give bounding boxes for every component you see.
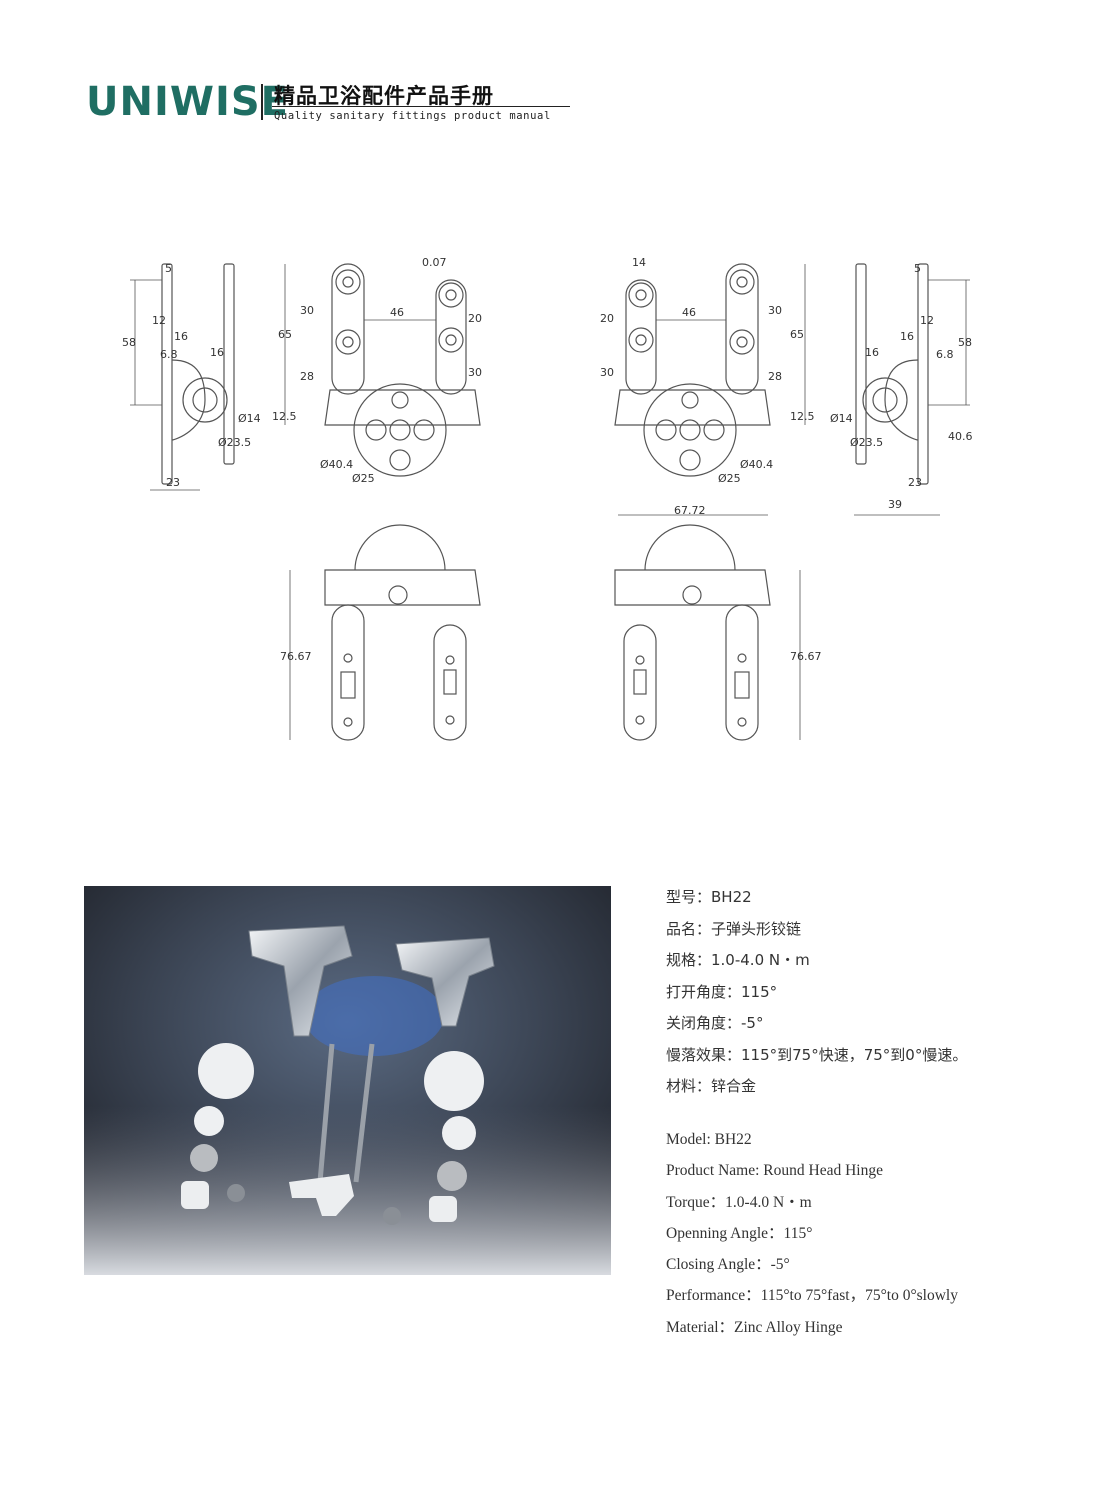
dimension-label: 58: [122, 336, 136, 349]
spec-torque-cn: 规格：1.0-4.0 N・m: [666, 951, 810, 969]
uniwise-logo: UNIWISE: [86, 79, 289, 125]
dimension-label: 28: [300, 370, 314, 383]
header-underline: [272, 106, 570, 107]
dimension-label: Ø23.5: [218, 436, 251, 449]
dimension-label: Ø14: [238, 412, 261, 425]
dimension-label: Ø14: [830, 412, 853, 425]
dimension-label: 76.67: [790, 650, 822, 663]
specs-english: Model: BH22 Product Name: Round Head Hin…: [666, 1124, 1086, 1343]
header-title-en: Quality sanitary fittings product manual: [274, 110, 551, 122]
dimension-label: Ø40.4: [320, 458, 353, 471]
bottom-view-right: [614, 514, 801, 741]
dimension-label: 76.67: [280, 650, 312, 663]
manual-header: UNIWISE 精品卫浴配件产品手册 Quality sanitary fitt…: [86, 78, 576, 126]
dimension-label: 40.6: [948, 430, 973, 443]
dimension-label: 30: [600, 366, 614, 379]
dimension-label: 46: [682, 306, 696, 319]
spec-open-angle-en: Openning Angle：115°: [666, 1224, 813, 1242]
spec-model-cn: 型号：BH22: [666, 888, 752, 906]
dimension-label: 23: [166, 476, 180, 489]
dimension-label: Ø25: [718, 472, 741, 485]
dimension-label: 67.72: [674, 504, 706, 517]
dimension-label: 30: [468, 366, 482, 379]
spec-open-angle-cn: 打开角度：115°: [666, 982, 778, 1001]
front-view-left: [284, 263, 481, 477]
dimension-label: 0.07: [422, 256, 447, 269]
dimension-label: Ø23.5: [850, 436, 883, 449]
dimension-label: 58: [958, 336, 972, 349]
side-view-right: [854, 263, 970, 516]
spec-torque-en: Torque：1.0-4.0 N・m: [666, 1193, 812, 1211]
spec-material-en: Material：Zinc Alloy Hinge: [666, 1318, 843, 1336]
dimension-label: 16: [900, 330, 914, 343]
dimension-label: 30: [300, 304, 314, 317]
specs-chinese: 型号：BH22 品名：子弹头形铰链 规格：1.0-4.0 N・m 打开角度：11…: [666, 882, 1086, 1103]
dimension-label: 28: [768, 370, 782, 383]
dimension-label: 46: [390, 306, 404, 319]
dimension-labels: 5 58 12 16 6.8 16 Ø14 Ø23.5 23 0.07 46 3…: [122, 256, 973, 663]
dimension-label: 16: [174, 330, 188, 343]
header-title-cn: 精品卫浴配件产品手册: [274, 84, 494, 108]
dimension-label: 16: [865, 346, 879, 359]
front-view-right: [614, 263, 806, 477]
spec-name-en: Product Name: Round Head Hinge: [666, 1162, 883, 1180]
dimension-label: 16: [210, 346, 224, 359]
technical-drawing: 5 58 12 16 6.8 16 Ø14 Ø23.5 23 0.07 46 3…: [122, 256, 973, 741]
dimension-label: 12.5: [272, 410, 297, 423]
spec-performance-cn: 慢落效果：115°到75°快速，75°到0°慢速。: [666, 1045, 968, 1064]
product-photo-illustration: [84, 886, 611, 1275]
dimension-label: 39: [888, 498, 902, 511]
dimension-label: 6.8: [936, 348, 954, 361]
bottom-view-left: [289, 524, 481, 741]
dimension-label: 12: [920, 314, 934, 327]
dimension-label: 20: [468, 312, 482, 325]
header-separator: [261, 84, 263, 120]
dimension-label: 12.5: [790, 410, 815, 423]
spec-close-angle-cn: 关闭角度：-5°: [666, 1014, 764, 1032]
dimension-label: 30: [768, 304, 782, 317]
dimension-label: 65: [790, 328, 804, 341]
dimension-label: 6.8: [160, 348, 178, 361]
dimension-label: 5: [914, 262, 921, 275]
dimension-label: 20: [600, 312, 614, 325]
spec-name-cn: 品名：子弹头形铰链: [666, 919, 802, 938]
dimension-label: Ø25: [352, 472, 375, 485]
spec-model-en: Model: BH22: [666, 1131, 752, 1148]
product-photo: [84, 886, 611, 1275]
side-view-left: [130, 263, 235, 491]
dimension-label: 23: [908, 476, 922, 489]
dimension-label: 65: [278, 328, 292, 341]
dimension-label: 5: [165, 262, 172, 275]
dimension-label: 12: [152, 314, 166, 327]
spec-performance-en: Performance：115°to 75°fast，75°to 0°slowl…: [666, 1287, 958, 1305]
spec-close-angle-en: Closing Angle：-5°: [666, 1256, 790, 1274]
dimension-label: 14: [632, 256, 646, 269]
dimension-label: Ø40.4: [740, 458, 773, 471]
spec-material-cn: 材料：锌合金: [666, 1077, 757, 1095]
